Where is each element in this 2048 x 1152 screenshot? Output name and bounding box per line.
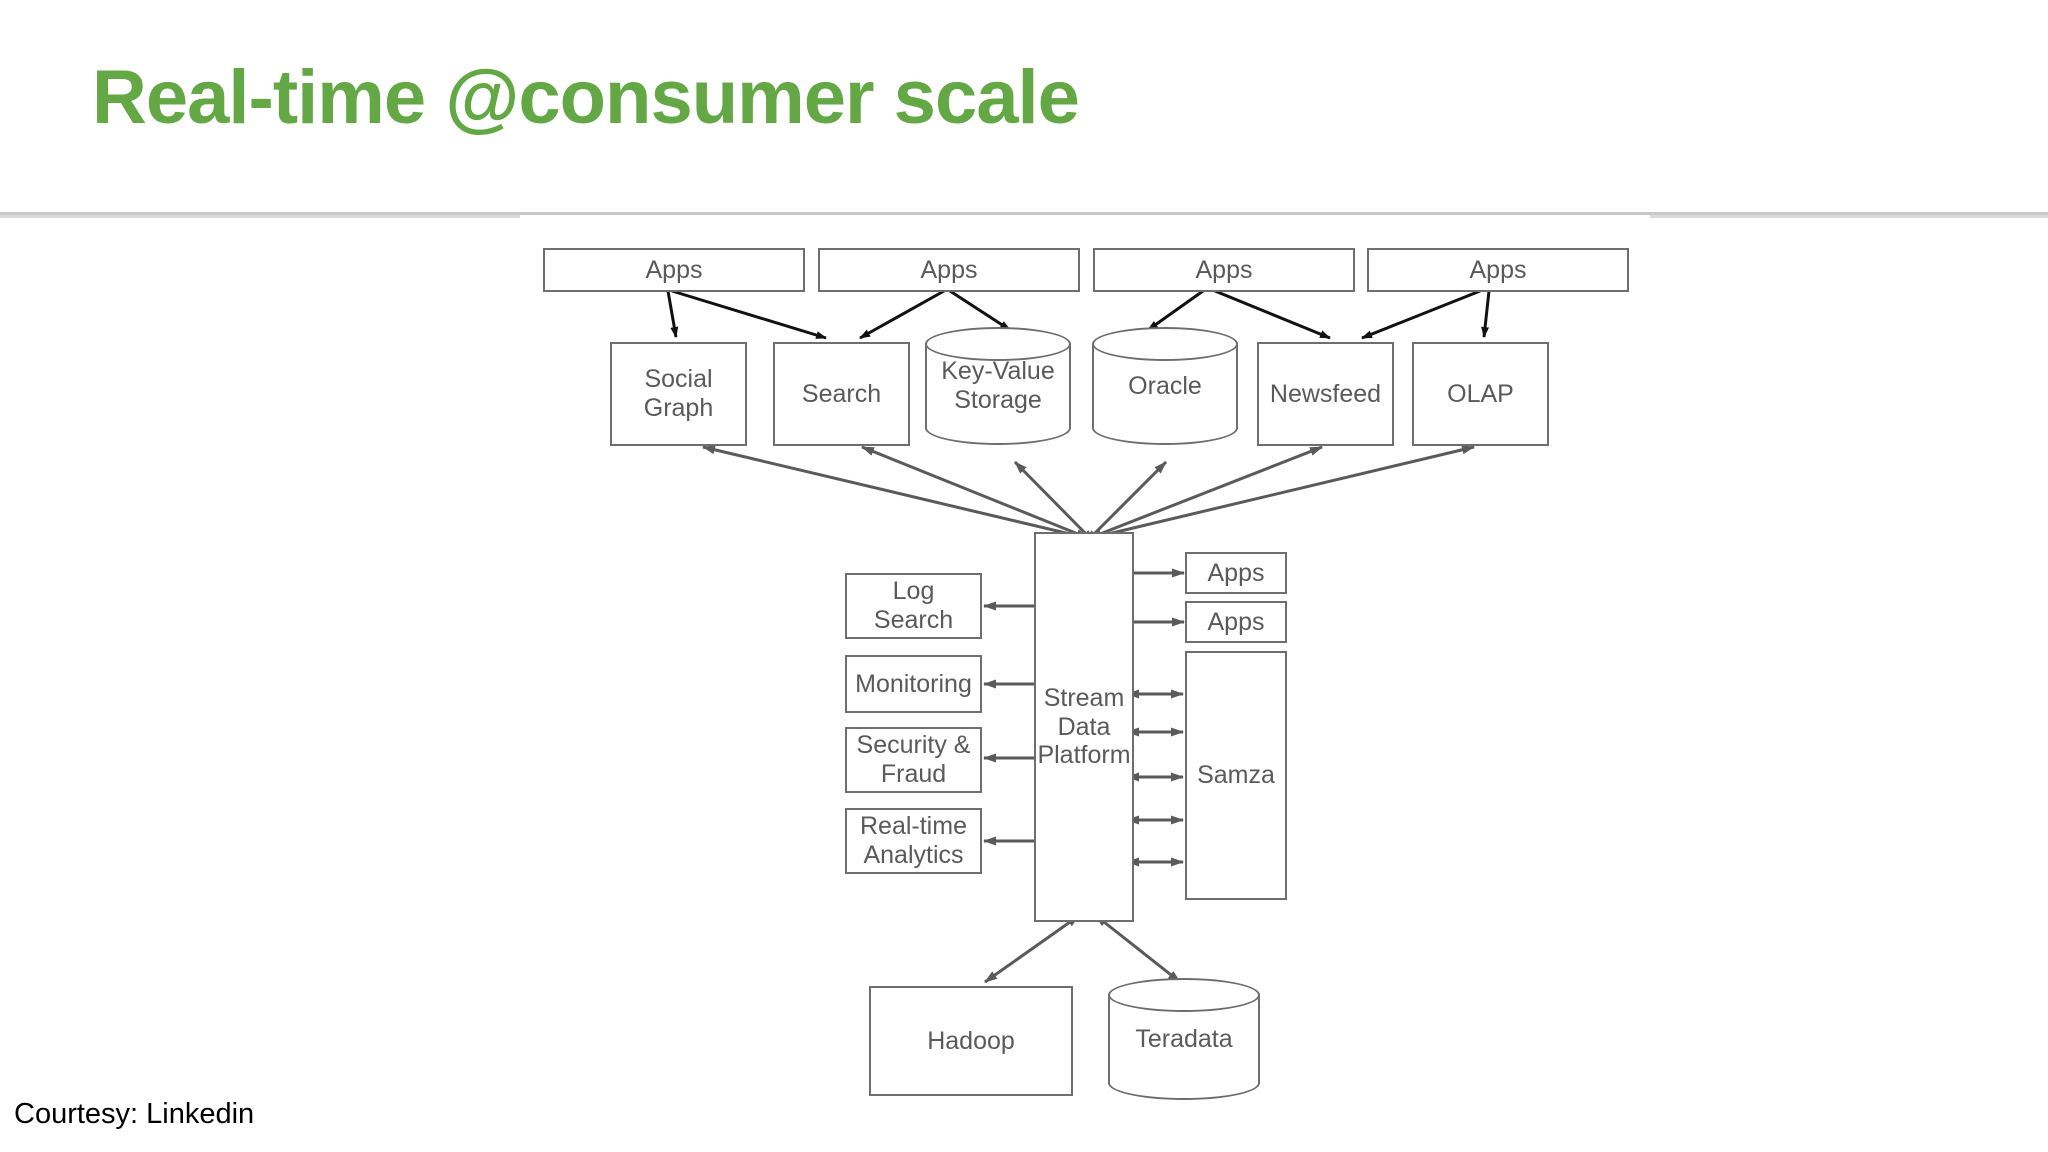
node-hadoop[interactable]: Hadoop: [869, 986, 1073, 1096]
courtesy-credit: Courtesy: Linkedin: [14, 1098, 255, 1130]
node-stream-data-platform[interactable]: Stream Data Platform: [1034, 532, 1134, 922]
node-label: Apps: [1469, 255, 1527, 284]
title-divider-accent-left: [0, 215, 520, 218]
node-label: Apps: [1207, 558, 1265, 587]
node-label: Samza: [1197, 761, 1275, 790]
node-label: Security & Fraud: [856, 731, 971, 788]
node-label: Apps: [920, 255, 978, 284]
node-apps-top-2[interactable]: Apps: [818, 248, 1080, 292]
title-divider-accent-right: [1650, 215, 2048, 218]
node-label: Monitoring: [855, 669, 972, 698]
node-search[interactable]: Search: [773, 342, 910, 446]
node-label: Key-Value Storage: [941, 357, 1055, 414]
node-label: Hadoop: [927, 1026, 1015, 1055]
node-label: Apps: [1207, 607, 1265, 636]
node-oracle[interactable]: Oracle: [1092, 327, 1238, 445]
cylinder-top: [925, 327, 1071, 361]
node-apps-right-1[interactable]: Apps: [1185, 552, 1287, 594]
page-title: Real-time @consumer scale: [92, 55, 1080, 140]
node-label: Teradata: [1135, 1024, 1233, 1053]
node-label: Real-time Analytics: [860, 812, 967, 869]
node-newsfeed[interactable]: Newsfeed: [1257, 342, 1394, 446]
node-label: Apps: [1195, 255, 1253, 284]
node-log-search[interactable]: Log Search: [845, 573, 982, 639]
node-apps-right-2[interactable]: Apps: [1185, 601, 1287, 643]
node-social-graph[interactable]: Social Graph: [610, 342, 747, 446]
node-samza[interactable]: Samza: [1185, 651, 1287, 900]
node-real-time-analytics[interactable]: Real-time Analytics: [845, 808, 982, 874]
cylinder-top: [1092, 327, 1238, 361]
node-teradata[interactable]: Teradata: [1108, 978, 1260, 1100]
node-label: Search: [801, 379, 882, 408]
node-apps-top-3[interactable]: Apps: [1093, 248, 1355, 292]
node-label: Stream Data Platform: [1037, 683, 1131, 770]
node-label: OLAP: [1447, 379, 1514, 408]
node-label: Oracle: [1128, 371, 1202, 400]
node-label: Social Graph: [643, 365, 714, 422]
node-olap[interactable]: OLAP: [1412, 342, 1549, 446]
cylinder-top: [1108, 978, 1260, 1012]
title-divider: [0, 212, 2048, 215]
node-label: Newsfeed: [1269, 379, 1382, 408]
node-apps-top-4[interactable]: Apps: [1367, 248, 1629, 292]
node-security-fraud[interactable]: Security & Fraud: [845, 727, 982, 793]
node-label: Apps: [645, 255, 703, 284]
node-apps-top-1[interactable]: Apps: [543, 248, 805, 292]
node-monitoring[interactable]: Monitoring: [845, 655, 982, 713]
node-key-value-storage[interactable]: Key-Value Storage: [925, 327, 1071, 445]
node-label: Log Search: [873, 577, 954, 634]
